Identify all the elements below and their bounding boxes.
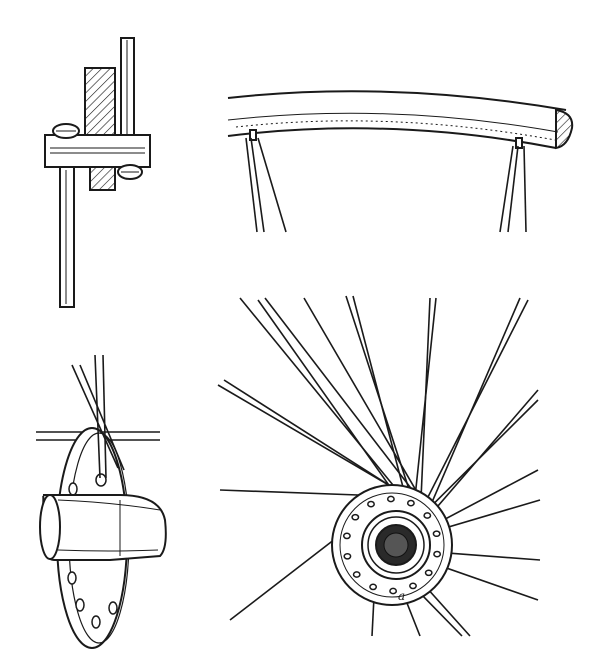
flange-hole [68,482,78,496]
hub-spoke-hole [424,569,433,577]
hub-spoked-figure: a [217,295,541,637]
hub-spoke-hole [352,571,361,578]
rim-inner-edge [227,127,557,149]
hub-spoke-hole [423,512,432,519]
clamp-lower-rod [59,166,75,308]
rim-spokes [245,137,527,233]
rim-outer-edge [227,90,567,111]
hub-spoke-hole [386,495,395,503]
rim-section-figure [227,90,574,233]
clamp-hatched-block-lower [89,166,116,191]
hub-spoke [264,297,436,521]
hub-spoke-hole [367,500,375,508]
flange-hole [91,615,101,629]
rim-spoke-nipple-right [515,137,523,149]
hub-spoke-hole [389,587,398,595]
clamp-figure [44,37,151,308]
hub-spoke-hole [432,530,441,538]
hub-barrel-end [39,494,61,560]
clamp-bar [44,134,151,168]
flange-hole [67,571,77,585]
clamp-hatched-block-upper [84,67,116,136]
hub-spoke-hole [369,583,378,591]
rim-cross-section [555,108,574,150]
hub-side-spokes [71,354,125,479]
flange-hole [108,601,118,615]
hub-spoke-hole [351,513,360,521]
hub-spoke-hole [433,550,442,558]
flange-hole [75,598,85,612]
rim-spoke-nipple-left [249,129,257,141]
hub-spoked-holes [342,495,442,595]
hub-side-figure [36,354,167,649]
hub-spoke-hole [343,552,352,560]
hub-spoke-hole [409,582,417,590]
hub-mark-label: a [398,589,405,603]
flange-hole [95,473,107,487]
hub-spoke-hole [406,499,415,507]
flange-holes [67,473,118,629]
hub-spoke-hole [342,532,351,540]
